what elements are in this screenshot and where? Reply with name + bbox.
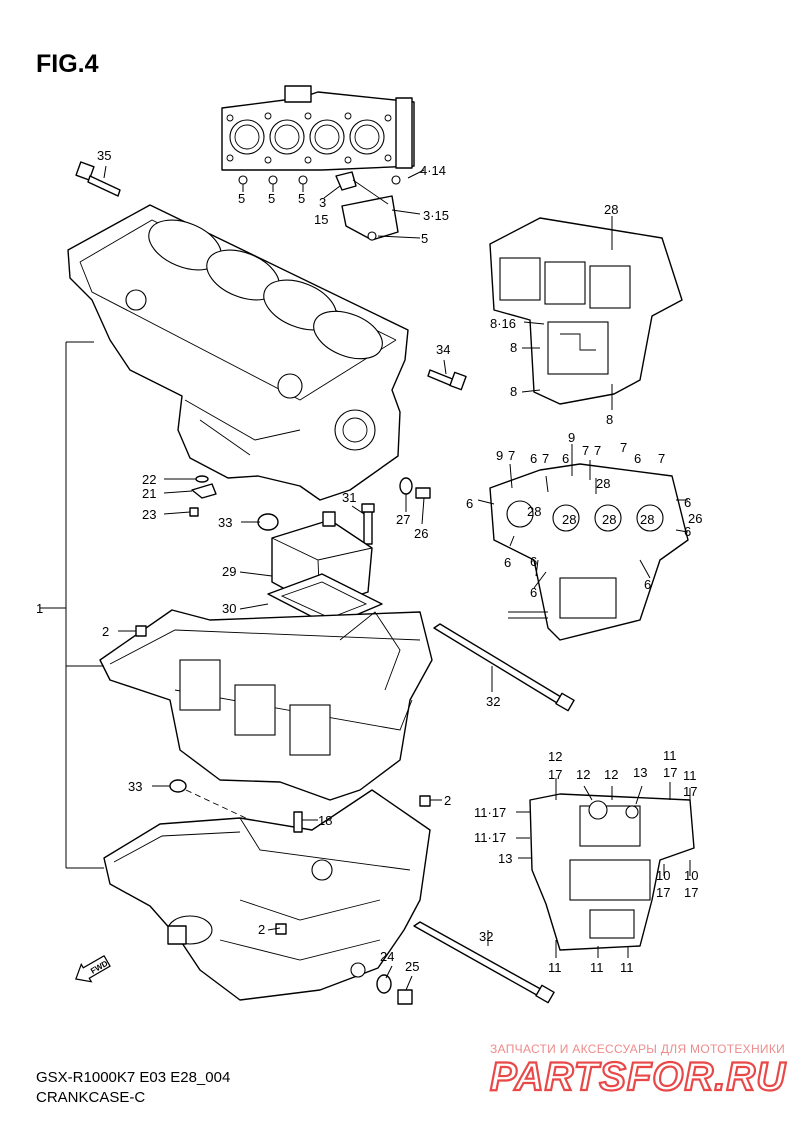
callout: 7 [508,448,515,463]
callout: 23 [142,507,156,522]
callout: 13 [633,765,647,780]
cover-29-drawing [267,511,383,627]
callout: 25 [405,959,419,974]
callout: 6 [684,495,691,510]
callout: 6 [634,451,641,466]
callout: 7 [582,443,589,458]
callout: 28 [527,504,541,519]
callout: 17 [683,784,697,799]
callout: 9 [568,430,575,445]
figure-title: FIG.4 [36,50,99,78]
callout: 8 [606,412,613,427]
fwd-arrow-icon: FWD [75,954,111,983]
watermark-tagline: ЗАПЧАСТИ И АКСЕССУАРЫ ДЛЯ МОТОТЕХНИКИ [490,1042,785,1056]
callout: 32 [486,694,500,709]
callout: 32 [479,929,493,944]
callout: 12 [576,767,590,782]
callout: 11 [683,768,697,783]
callout: 28 [604,202,618,217]
middle-crankcase-drawing [99,609,433,801]
callout-labels: 35 4·14 5 5 5 3 15 3·15 5 28 8·16 8 8 8 … [36,148,702,975]
callout: 17 [684,885,698,900]
callout: 8 [510,384,517,399]
callout: 22 [142,472,156,487]
callout: 11 [663,748,677,763]
upper-small-parts-drawing [189,369,467,545]
callout: 6 [466,496,473,511]
callout: 5 [298,191,305,206]
callout: 18 [318,813,332,828]
callout: 8 [510,340,517,355]
watermark-brand: PARTSFOR.RU [490,1055,786,1099]
callout: 6 [530,585,537,600]
callout: 12 [548,749,562,764]
callout: 27 [396,512,410,527]
lower-crankcase-drawing [103,779,431,1005]
model-code: GSX-R1000K7 E03 E28_004 [36,1069,230,1086]
callout: 2 [258,922,265,937]
callout: 12 [604,767,618,782]
detail-bottom-view-drawing [529,793,695,951]
callout: 6 [562,451,569,466]
detail-middle-view-drawing [489,463,689,641]
diagram-subtitle: CRANKCASE-C [36,1089,145,1106]
callout: 28 [596,476,610,491]
callout: 6 [644,577,651,592]
callout: 7 [594,443,601,458]
leader-lines [40,165,691,991]
head-gasket-drawing [221,85,415,171]
callout: 11 [620,960,634,975]
callout: 30 [222,601,236,616]
callout: 24 [380,949,394,964]
callout: 28 [562,512,576,527]
detail-top-view-drawing [489,217,683,405]
callout: 11 [590,960,604,975]
callout: 28 [640,512,654,527]
callout: 11·17 [474,830,506,845]
callout: 28 [602,512,616,527]
callout: 11 [548,960,562,975]
callout: 15 [314,212,328,227]
callout: 35 [97,148,111,163]
callout: 10 [684,868,698,883]
callout: 5 [238,191,245,206]
callout: 2 [102,624,109,639]
callout: 9 [496,448,503,463]
callout: 4·14 [420,163,446,178]
callout: 3 [319,195,326,210]
callout: 21 [142,486,156,501]
callout: 17 [663,765,677,780]
head-pins-drawing [238,171,401,241]
callout: 7 [658,451,665,466]
callout: 33 [128,779,142,794]
callout: 26 [688,511,702,526]
callout: 7 [620,440,627,455]
callout: 26 [414,526,428,541]
callout: 6 [684,524,691,539]
callout: 29 [222,564,236,579]
callout: 7 [542,451,549,466]
callout: 13 [498,851,512,866]
callout: 6 [530,554,537,569]
callout: 6 [504,555,511,570]
callout: 17 [548,767,562,782]
callout: 33 [218,515,232,530]
callout: 17 [656,885,670,900]
callout: 3·15 [423,208,449,223]
callout: 1 [36,601,43,616]
callout: 31 [342,490,356,505]
callout: 5 [421,231,428,246]
bolt-35-drawing [75,161,121,197]
callout: 34 [436,342,450,357]
upper-crankcase-drawing [67,204,409,501]
dash-line [185,789,251,821]
callout: 10 [656,868,670,883]
callout: 6 [530,451,537,466]
callout: 11·17 [474,805,506,820]
callout: 5 [268,191,275,206]
callout: 8·16 [490,316,516,331]
callout: 2 [444,793,451,808]
